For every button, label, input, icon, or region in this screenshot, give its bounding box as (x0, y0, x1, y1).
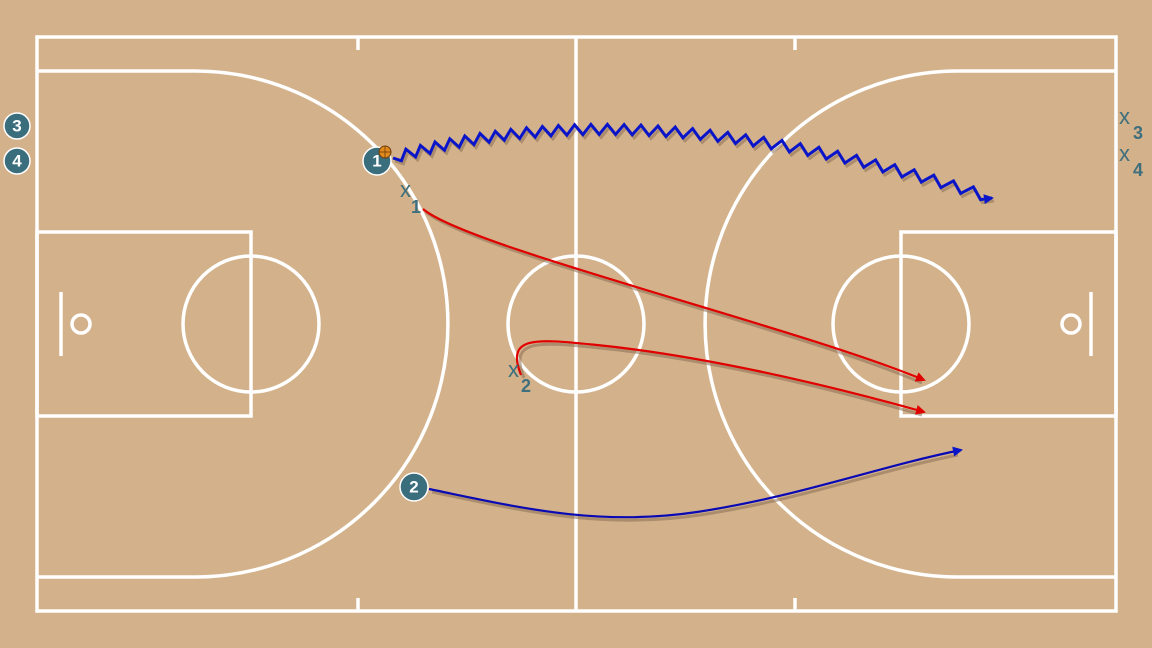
rim-left (70, 313, 92, 335)
offense-player-3[interactable]: 3 (3, 112, 31, 140)
offense-players: 1 2 3 4 (3, 112, 429, 502)
defense-player-x4[interactable]: x 4 (1119, 141, 1143, 180)
x2-run-path (515, 340, 926, 415)
offense-player-1-label: 1 (372, 152, 381, 171)
offense-player-3-label: 3 (12, 117, 21, 136)
free-throw-circle-left (181, 254, 321, 394)
player-2-cut-shadow (431, 453, 959, 522)
offense-player-2[interactable]: 2 (399, 472, 429, 502)
offense-player-2-label: 2 (409, 478, 418, 497)
movement-paths (392, 122, 995, 522)
defense-player-x1-mark: x (400, 177, 411, 202)
player-2-cut-path (428, 446, 963, 519)
defense-players: x 1 x 2 x 3 x 4 (400, 104, 1143, 396)
paint-right (899, 230, 1118, 418)
offense-player-1[interactable]: 1 (362, 145, 392, 176)
defense-player-x3-label: 3 (1133, 123, 1143, 143)
free-throw-circle-right (831, 254, 971, 394)
center-circle (506, 254, 646, 394)
rim-right (1060, 313, 1082, 335)
defense-player-x2-mark: x (508, 357, 519, 382)
defense-player-x3-mark: x (1119, 104, 1130, 129)
defense-player-x2-label: 2 (521, 376, 531, 396)
defense-player-x1-label: 1 (411, 197, 421, 217)
defense-player-x4-label: 4 (1133, 160, 1143, 180)
offense-player-4[interactable]: 4 (3, 147, 31, 175)
x1-run-path (422, 208, 926, 382)
offense-player-4-label: 4 (12, 152, 22, 171)
defense-player-x3[interactable]: x 3 (1119, 104, 1143, 143)
defense-player-x1[interactable]: x 1 (400, 177, 421, 217)
defense-player-x4-mark: x (1119, 141, 1130, 166)
x1-run-shadow (425, 210, 923, 385)
basketball-icon (378, 145, 392, 159)
paint-left (35, 230, 253, 418)
three-point-line-left (37, 69, 450, 579)
defense-player-x2[interactable]: x 2 (508, 357, 531, 396)
dribble-path-player-1 (392, 122, 994, 205)
x2-run-shadow (518, 342, 923, 417)
three-point-line-right (703, 69, 1116, 579)
